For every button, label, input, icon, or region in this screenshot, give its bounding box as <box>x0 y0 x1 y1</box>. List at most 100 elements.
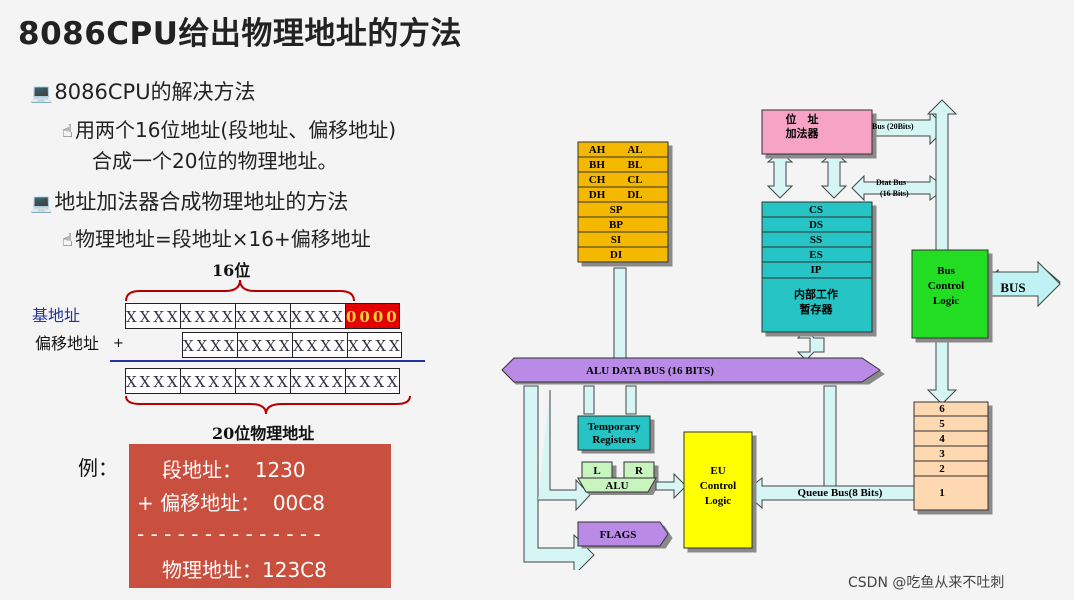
reg-ch: CH <box>589 174 606 186</box>
bcl-label-2: Control <box>928 280 964 292</box>
bullet-2-sub: ☝物理地址=段地址×16+偏移地址 <box>62 227 371 251</box>
eu-label-2: Control <box>700 480 736 492</box>
alu-bus-label: ALU DATA BUS (16 BITS) <box>586 365 714 377</box>
physical-row: XXXX XXXX XXXX XXXX XXXX <box>125 368 400 394</box>
example-line-segment: 段地址： 1230 <box>162 458 306 482</box>
reg-dh: DH <box>589 189 606 201</box>
arrow-seg-bus <box>796 329 825 361</box>
reg-bl: BL <box>628 159 643 171</box>
queue-slot-2: 2 <box>939 463 945 475</box>
label-16-bits: 16位 <box>212 261 251 280</box>
queue-slot-5: 5 <box>939 418 945 430</box>
offset-label: 偏移地址 <box>35 334 100 353</box>
arrow-bus-queue <box>823 385 837 489</box>
hex-cell: XXXX <box>290 303 345 329</box>
flags-label: FLAGS <box>600 529 637 541</box>
offset-row: XXXX XXXX XXXX XXXX <box>182 332 402 358</box>
sum-line <box>110 360 425 362</box>
example-line-physical: 物理地址：123C8 <box>162 558 327 582</box>
arrow-regs-bus <box>613 267 627 359</box>
alu-label: ALU <box>605 480 628 492</box>
eu-label-3: Logic <box>705 495 731 507</box>
segment-row: XXXX XXXX XXXX XXXX 0000 <box>125 303 400 329</box>
reg-bp: BP <box>609 219 623 231</box>
bullet-2: 💻地址加法器合成物理地址的方法 <box>30 190 349 214</box>
hex-cell: XXXX <box>180 368 235 394</box>
queue-slot-6: 6 <box>939 403 945 415</box>
segment-registers <box>761 201 873 333</box>
arrow-bcl-queue <box>926 339 958 405</box>
bottom-brace <box>125 395 411 415</box>
reg-di: DI <box>610 249 622 261</box>
bus-arrow <box>989 260 1061 308</box>
arrow-alu-eu <box>655 472 687 500</box>
hex-cell: XXXX <box>345 368 400 394</box>
bcl-label-1: Bus <box>937 265 955 277</box>
adder-label-2: 加法器 <box>785 126 820 140</box>
top-brace <box>125 279 355 302</box>
hex-cell: XXXX <box>292 332 347 358</box>
reg-ah: AH <box>589 144 606 156</box>
reg-si: SI <box>611 234 621 246</box>
queue-slot-4: 4 <box>939 433 945 445</box>
reg-sp: SP <box>610 204 623 216</box>
reg-ss: SS <box>810 234 822 246</box>
bullet-1-sub2: 合成一个20位的物理地址。 <box>92 149 338 173</box>
instruction-queue <box>913 401 989 511</box>
hex-cell: XXXX <box>237 332 292 358</box>
alu-l-label: L <box>593 465 600 477</box>
reg-es: ES <box>809 249 822 261</box>
page-title: 8086CPU给出物理地址的方法 <box>18 16 462 52</box>
hex-cell: XXXX <box>347 332 402 358</box>
reg-cl: CL <box>627 174 642 186</box>
bcl-label-3: Logic <box>933 295 959 307</box>
alu <box>577 461 657 493</box>
example-line-offset: + 偏移地址： 00C8 <box>137 491 325 515</box>
bullet-1: 💻8086CPU的解决方法 <box>30 80 256 104</box>
laptop-icon: 💻 <box>30 83 53 104</box>
temp-regs-label-1: Temporary <box>588 421 641 433</box>
databus-label-2: (16 Bits) <box>880 189 909 198</box>
alu-r-label: R <box>635 465 644 477</box>
example-box: 段地址： 1230 + 偏移地址： 00C8 - - - - - - - - -… <box>129 444 391 588</box>
hex-cell: XXXX <box>125 303 180 329</box>
hex-cell: XXXX <box>182 332 237 358</box>
arrow-left-loop <box>523 385 595 570</box>
adder-label-1: 位 址 <box>786 112 819 126</box>
hex-cell: XXXX <box>180 303 235 329</box>
example-dashes: - - - - - - - - - - - - - - <box>137 522 321 546</box>
reg-ds: DS <box>809 219 823 231</box>
reg-al: AL <box>627 144 642 156</box>
temporary-registers <box>577 415 651 451</box>
plus-sign: + <box>113 336 124 351</box>
pointing-hand-icon: ☝ <box>62 230 73 251</box>
temp-store-label-2: 暂存器 <box>800 302 834 316</box>
bus-label: BUS <box>1000 280 1025 295</box>
bullet-1-sub: ☝用两个16位地址(段地址、偏移地址) <box>62 118 397 142</box>
flags-register <box>577 521 669 547</box>
general-registers <box>577 141 669 263</box>
arrow-bus-temp <box>583 385 637 415</box>
eu-control-logic <box>683 431 753 549</box>
watermark: CSDN @吃鱼从来不吐刺 <box>848 575 1005 591</box>
hex-cell: XXXX <box>125 368 180 394</box>
hex-cell: XXXX <box>235 368 290 394</box>
databus-label-1: Dtat Bus <box>876 178 906 187</box>
reg-cs: CS <box>809 204 823 216</box>
queue-bus-label: Queue Bus(8 Bits) <box>798 487 883 499</box>
reg-bh: BH <box>589 159 605 171</box>
laptop-icon: 💻 <box>30 193 53 214</box>
label-20-bits: 20位物理地址 <box>212 424 315 443</box>
segment-label: 基地址 <box>32 306 81 325</box>
queue-slot-1: 1 <box>939 487 945 499</box>
bus20-label: Bus (20Bits) <box>872 122 914 131</box>
eu-label-1: EU <box>710 465 725 477</box>
reg-dl: DL <box>627 189 642 201</box>
temp-store-label-1: 内部工作 <box>794 287 838 301</box>
queue-slot-3: 3 <box>939 448 945 460</box>
cpu-diagram: AH AL BH BL CH CL DH DL SP BP SI DI 位 址 … <box>501 99 1061 570</box>
pointing-hand-icon: ☝ <box>62 121 73 142</box>
address-adder <box>761 109 873 155</box>
arrow-adder-seg2 <box>820 151 848 199</box>
bus-control-logic <box>911 249 989 339</box>
